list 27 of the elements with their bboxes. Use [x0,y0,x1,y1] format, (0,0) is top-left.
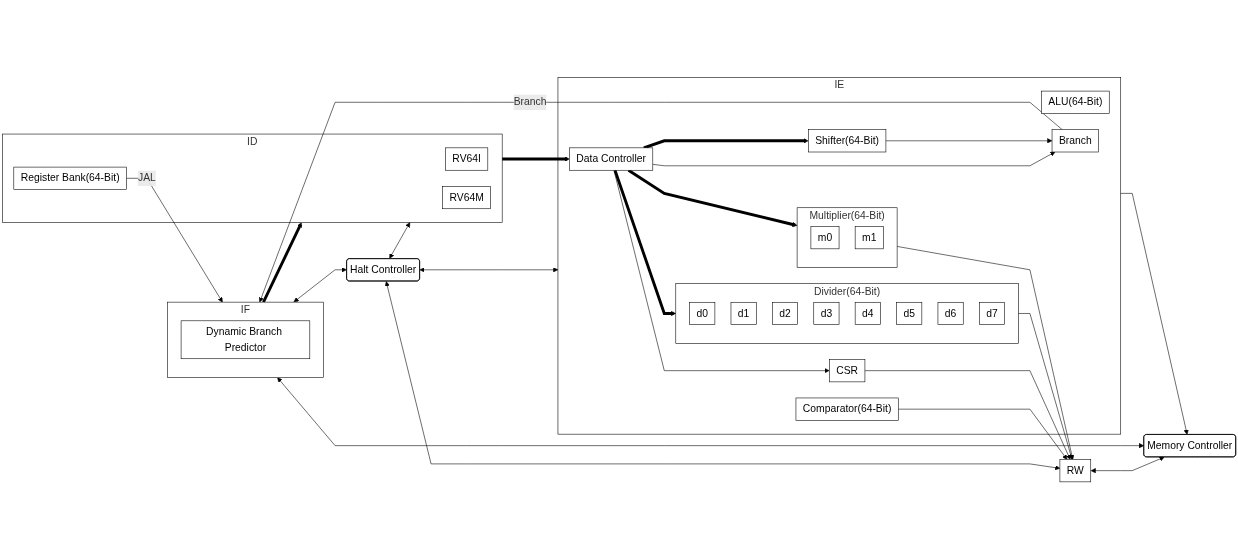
node-box: d4 [854,301,881,325]
node-box: RW [1059,459,1092,483]
node-box: Data Controller [569,147,654,171]
node-box: Shifter(64-Bit) [808,129,887,153]
node-box: d6 [937,301,964,325]
node-box: Dynamic Branch Predictor [180,320,311,359]
arrow [262,222,302,303]
node-box: CSR [829,359,866,383]
arrow [613,169,676,316]
node-box: Register Bank(64-Bit) [13,166,127,190]
node-box: d1 [730,301,757,325]
node-box: RV64M [442,185,491,209]
node-box: RV64I [445,147,489,171]
node-box: d7 [979,301,1005,325]
node-box: d3 [813,301,840,325]
node-box: Branch [1051,129,1099,153]
node-box: d5 [896,301,923,325]
node-box: d2 [772,301,798,325]
arrow [643,138,809,150]
edge-label: Branch [513,96,547,108]
node-box: ALU(64-Bit) [1041,90,1110,114]
node-box: Comparator(64-Bit) [795,397,899,421]
arrow [502,156,570,162]
node-box: d0 [689,301,716,325]
node-box: m1 [854,226,884,250]
node-box: m0 [810,226,840,250]
edge-label: JAL [137,172,156,184]
